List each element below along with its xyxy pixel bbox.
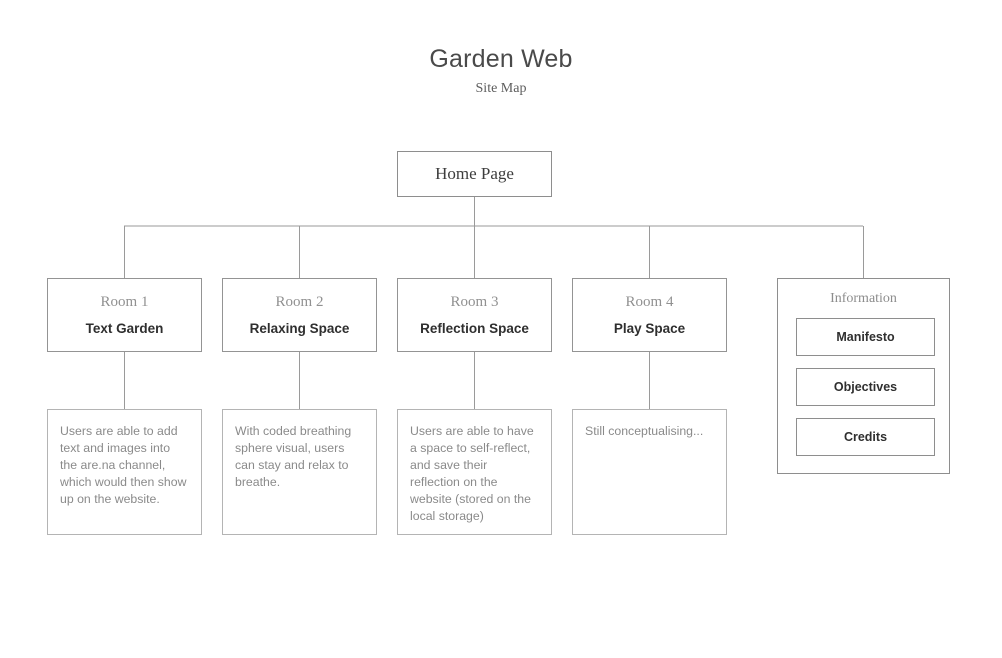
node-home-page-label: Home Page <box>435 164 514 183</box>
description-room-4-text: Still conceptualising... <box>585 424 704 438</box>
description-room-2: With coded breathing sphere visual, user… <box>222 409 377 535</box>
description-room-3: Users are able to have a space to self-r… <box>397 409 552 535</box>
node-room-3[interactable]: Room 3 Reflection Space <box>397 278 552 352</box>
node-room-1-name: Text Garden <box>85 320 164 336</box>
page-title: Garden Web <box>429 45 573 73</box>
node-information-panel: Information Manifesto Objectives Credits <box>777 278 950 474</box>
node-room-4-index: Room 4 <box>625 293 674 310</box>
node-room-2-index: Room 2 <box>275 293 324 310</box>
description-room-4: Still conceptualising... <box>572 409 727 535</box>
node-information-manifesto-label: Manifesto <box>836 330 895 344</box>
node-information-objectives-label: Objectives <box>833 380 898 394</box>
node-information-credits-label: Credits <box>843 430 888 444</box>
node-information-credits[interactable]: Credits <box>796 418 935 456</box>
node-room-2[interactable]: Room 2 Relaxing Space <box>222 278 377 352</box>
header: Garden Web Site Map <box>0 44 1002 98</box>
node-information-manifesto[interactable]: Manifesto <box>796 318 935 356</box>
node-information-objectives[interactable]: Objectives <box>796 368 935 406</box>
node-room-3-name: Reflection Space <box>420 320 529 336</box>
description-room-1: Users are able to add text and images in… <box>47 409 202 535</box>
node-room-4-name: Play Space <box>613 320 686 336</box>
node-room-2-name: Relaxing Space <box>249 320 350 336</box>
page-subtitle: Site Map <box>475 81 527 96</box>
node-room-1-index: Room 1 <box>100 293 149 310</box>
node-information-title: Information <box>830 291 897 306</box>
description-room-2-text: With coded breathing sphere visual, user… <box>235 424 352 489</box>
node-home-page[interactable]: Home Page <box>397 151 552 197</box>
node-room-1[interactable]: Room 1 Text Garden <box>47 278 202 352</box>
node-room-3-index: Room 3 <box>450 293 499 310</box>
node-room-4[interactable]: Room 4 Play Space <box>572 278 727 352</box>
description-room-3-text: Users are able to have a space to self-r… <box>410 424 534 523</box>
description-room-1-text: Users are able to add text and images in… <box>60 424 187 506</box>
